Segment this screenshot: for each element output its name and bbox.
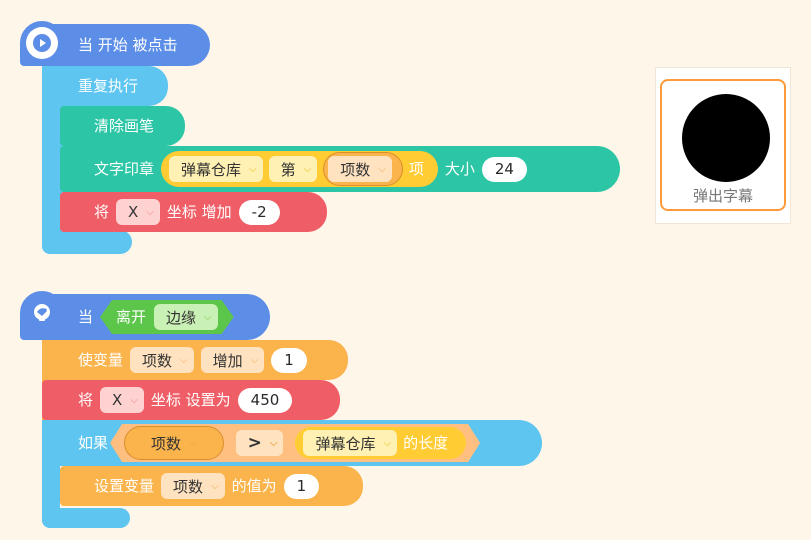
left-variable-name: 项数 bbox=[151, 434, 182, 453]
index-variable-reporter[interactable]: 项数 ⌵ bbox=[323, 152, 403, 186]
index-variable-dropdown[interactable]: 项数 ⌵ bbox=[328, 156, 392, 182]
chevron-down-icon: ⌵ bbox=[204, 311, 212, 323]
variable-name: 项数 bbox=[173, 477, 204, 496]
play-icon bbox=[33, 34, 51, 52]
chevron-down-icon: ⌵ bbox=[303, 163, 312, 175]
list-item-reporter[interactable]: 弹幕仓库⌵ 第⌵ 项数⌵ 项 bbox=[161, 151, 438, 187]
repeat-label: 重复执行 bbox=[78, 76, 139, 95]
chevron-down-icon: ⌵ bbox=[378, 163, 386, 175]
axis-dropdown[interactable]: X⌵ bbox=[100, 387, 144, 413]
length-label: 的长度 bbox=[403, 433, 449, 452]
set-x-block[interactable]: 将 X⌵ 坐标 设置为 450 bbox=[42, 380, 340, 420]
change-amount-input[interactable]: -2 bbox=[238, 199, 280, 225]
hat-label: 当 开始 被点击 bbox=[78, 35, 178, 54]
axis-value: X bbox=[112, 391, 123, 409]
set-x-input[interactable]: 450 bbox=[237, 387, 293, 413]
sprite-name: 弹出字幕 bbox=[692, 187, 753, 205]
play-icon-badge bbox=[20, 21, 64, 65]
text-stamp-block[interactable]: 文字印章 弹幕仓库⌵ 第⌵ 项数⌵ 项 大小 24 bbox=[60, 146, 620, 192]
list-name: 弹幕仓库 bbox=[315, 434, 376, 453]
if-block-bottom[interactable] bbox=[42, 508, 130, 528]
repeat-block-bottom[interactable] bbox=[42, 230, 132, 254]
clear-label: 清除画笔 bbox=[94, 116, 155, 135]
variable-dropdown[interactable]: 项数 ⌵ bbox=[161, 473, 225, 499]
list-length-reporter[interactable]: 弹幕仓库 ⌵ 的长度 bbox=[295, 427, 466, 459]
size-label: 大小 bbox=[444, 159, 475, 178]
operator-dropdown[interactable]: >⌵ bbox=[236, 430, 284, 456]
index-suffix: 项 bbox=[408, 159, 424, 178]
change-x-block[interactable]: 将 X⌵ 坐标 增加 -2 bbox=[60, 192, 327, 232]
set-variable-block[interactable]: 设置变量 项数 ⌵ 的值为 1 bbox=[60, 466, 363, 506]
set-var-label: 设置变量 bbox=[94, 476, 155, 495]
coord-set-label: 坐标 设置为 bbox=[150, 390, 231, 409]
operator-value: > bbox=[247, 433, 262, 453]
variable-name: 项数 bbox=[142, 351, 173, 370]
sprite-icon-badge bbox=[20, 291, 64, 335]
coord-change-label: 坐标 增加 bbox=[166, 202, 232, 221]
left-variable-dropdown[interactable]: 项数 ⌵ bbox=[139, 430, 203, 456]
chevron-down-icon: ⌵ bbox=[180, 354, 188, 366]
index-prefix-dropdown[interactable]: 第⌵ bbox=[268, 156, 318, 182]
chevron-down-icon: ⌵ bbox=[146, 206, 154, 218]
axis-value: X bbox=[128, 203, 139, 221]
greater-than-condition[interactable]: 项数⌵ >⌵ 弹幕仓库⌵ 的长度 bbox=[110, 424, 480, 462]
change-var-input[interactable]: 1 bbox=[271, 347, 307, 373]
when-leaving-edge-hat[interactable]: 当 离开 边缘 ⌵ bbox=[20, 294, 270, 340]
sprite-panel: 弹出字幕 bbox=[655, 67, 791, 224]
sprite-thumbnail bbox=[682, 94, 770, 182]
index-variable-name: 项数 bbox=[340, 160, 371, 179]
list-name: 弹幕仓库 bbox=[181, 160, 242, 179]
leave-label: 离开 bbox=[116, 307, 147, 326]
left-variable-reporter[interactable]: 项数 ⌵ bbox=[124, 426, 224, 460]
chevron-down-icon: ⌵ bbox=[269, 437, 278, 449]
change-var-label: 使变量 bbox=[78, 350, 124, 369]
edge-value: 边缘 bbox=[166, 308, 197, 327]
edge-dropdown[interactable]: 边缘 ⌵ bbox=[154, 304, 218, 330]
variable-dropdown[interactable]: 项数 ⌵ bbox=[130, 347, 194, 373]
value-to-label: 的值为 bbox=[231, 476, 277, 495]
leave-edge-condition[interactable]: 离开 边缘 ⌵ bbox=[100, 300, 234, 334]
clear-pen-block[interactable]: 清除画笔 bbox=[60, 106, 185, 146]
change-variable-block[interactable]: 使变量 项数 ⌵ 增加 ⌵ 1 bbox=[42, 340, 348, 380]
index-prefix: 第 bbox=[280, 160, 296, 179]
axis-dropdown[interactable]: X⌵ bbox=[116, 199, 160, 225]
chevron-down-icon: ⌵ bbox=[189, 437, 197, 449]
chevron-down-icon: ⌵ bbox=[249, 163, 257, 175]
operation-dropdown[interactable]: 增加 ⌵ bbox=[200, 347, 265, 373]
list-dropdown[interactable]: 弹幕仓库 ⌵ bbox=[169, 156, 263, 182]
will-label: 将 bbox=[94, 202, 110, 221]
sprite-card[interactable]: 弹出字幕 bbox=[660, 79, 786, 211]
if-label: 如果 bbox=[78, 433, 109, 452]
hat-when-label: 当 bbox=[78, 307, 94, 326]
repeat-forever-block[interactable]: 重复执行 bbox=[42, 66, 168, 106]
chevron-down-icon: ⌵ bbox=[383, 437, 392, 449]
sprite-head-icon bbox=[34, 304, 50, 321]
stamp-label: 文字印章 bbox=[94, 159, 155, 178]
size-input[interactable]: 24 bbox=[481, 156, 527, 182]
chevron-down-icon: ⌵ bbox=[130, 394, 138, 406]
set-var-input[interactable]: 1 bbox=[283, 473, 320, 499]
if-block[interactable]: 如果 项数⌵ >⌵ 弹幕仓库⌵ 的长度 bbox=[42, 420, 542, 466]
will-label: 将 bbox=[78, 390, 94, 409]
chevron-down-icon: ⌵ bbox=[250, 354, 259, 366]
chevron-down-icon: ⌵ bbox=[211, 480, 219, 492]
operation-value: 增加 bbox=[212, 351, 243, 370]
list-dropdown[interactable]: 弹幕仓库 ⌵ bbox=[303, 430, 397, 456]
